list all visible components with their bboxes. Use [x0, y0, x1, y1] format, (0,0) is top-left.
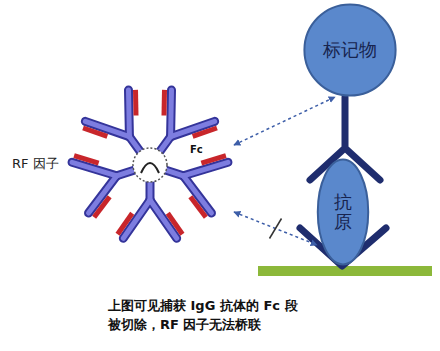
caption: 上图可见捕获 IgG 抗体的 Fc 段 被切除，RF 因子无法桥联: [108, 296, 300, 334]
heavy-chain: [159, 137, 170, 152]
antigen-text: 抗原: [334, 192, 352, 232]
light-chain: [161, 90, 167, 116]
antigen-ellipse: 抗原: [317, 158, 369, 266]
light-chain: [133, 90, 139, 116]
j-chain: [141, 163, 159, 173]
label-ellipse: 标记物: [303, 3, 397, 97]
heavy-chain-outline: [124, 90, 134, 137]
heavy-chain-outline: [166, 90, 176, 137]
light-chain: [118, 213, 133, 234]
ellipse-shape: [318, 160, 368, 265]
light-chain: [201, 156, 226, 163]
light-chain: [83, 128, 107, 136]
pentamer-core: [133, 148, 167, 182]
heavy-chain-outline: [159, 137, 170, 152]
heavy-chain: [126, 90, 132, 137]
heavy-chain: [148, 181, 153, 200]
dotted-arrow: [234, 212, 317, 245]
rf-label: RF 因子: [12, 156, 238, 172]
label-text: 标记物: [323, 38, 377, 62]
heavy-chain: [117, 170, 135, 176]
dotted-arrow: [234, 97, 335, 145]
rf-factor-group: RF 因子Fc: [8, 80, 234, 250]
heavy-chain-outline: [117, 170, 135, 176]
ellipse-shape: [304, 4, 395, 95]
light-chain: [168, 213, 183, 234]
light-chain: [74, 156, 99, 163]
light-chain: [193, 128, 217, 136]
heavy-chain-outline: [165, 170, 183, 176]
light-chain: [94, 197, 109, 217]
heavy-chain: [168, 90, 174, 137]
light-chain: [190, 197, 205, 217]
block-slash: [270, 219, 282, 239]
heavy-chain: [165, 170, 183, 176]
fc-label: Fc: [190, 144, 416, 156]
heavy-chain-outline: [129, 137, 140, 152]
heavy-chain: [129, 137, 140, 152]
